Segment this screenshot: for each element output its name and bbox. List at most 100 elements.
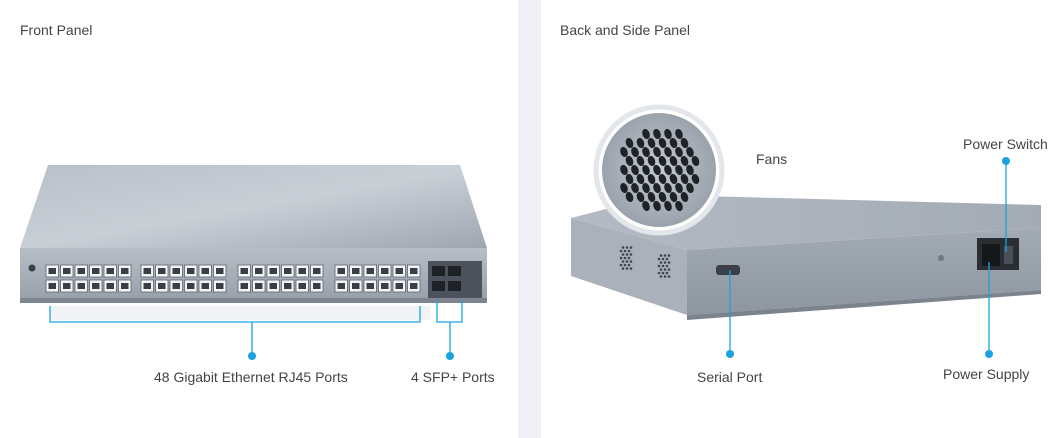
side-fan-vents [619,246,671,278]
fan-hole [642,146,650,158]
rj45-port-jack [63,268,71,274]
fan-hole [647,155,656,167]
fan-hole [669,155,678,167]
fan-hole [680,137,689,149]
vent-hole [659,268,663,271]
fan-hole [658,191,667,203]
power-switch-rocker [1004,246,1013,264]
rj45-port-jack [172,283,180,289]
rj45-port-jack [106,268,114,274]
switch-reflection [50,306,430,320]
vent-hole [621,260,625,263]
rj45-port-jack [284,283,292,289]
rj45-port-jack [395,268,403,274]
vent-hole [629,260,633,263]
sfp-callout [436,300,463,360]
switch-side-face [571,218,687,315]
fan-hole [664,200,672,212]
rj45-port-jack [381,283,389,289]
rj45-port-jack [366,268,374,274]
power-supply-callout [985,262,993,358]
vent-hole [623,263,627,267]
back-bottom-edge [687,290,1041,320]
panel-divider [518,0,541,438]
rj45-port-jack [121,268,129,274]
vent-hole [665,264,669,268]
vent-hole [621,253,625,256]
vent-hole [627,249,631,253]
vent-hole [625,253,629,256]
front-panel-title: Front Panel [20,22,93,38]
fan-hole [647,173,656,185]
fan-hole [691,173,700,185]
vent-hole [665,257,669,261]
fan-hole [642,128,650,140]
rj45-port-jack [298,268,306,274]
fan-hole [658,173,667,185]
fan-hole [664,182,672,194]
rj45-port-jack [216,283,224,289]
fan-hole [664,164,672,176]
fan-hole [675,164,683,176]
fan-hole [620,146,628,158]
sfp-port-block [428,261,482,298]
vent-hole [657,271,661,275]
vent-hole [627,263,631,267]
vent-hole [667,261,671,264]
vent-hole [667,268,671,271]
fan-hole [653,128,661,140]
fan-hole [675,200,683,212]
rj45-port-jack [395,283,403,289]
sfp-ports-label: 4 SFP+ Ports [411,369,495,385]
rj45-port-jack [337,268,345,274]
rj45-port-jack [143,268,151,274]
rj45-port-jack [143,283,151,289]
vent-hole [663,268,667,271]
rj45-port-jack [48,283,56,289]
fan-hole [620,164,628,176]
fan-hole [642,182,650,194]
sfp-port [448,281,461,291]
fans-label: Fans [756,151,788,167]
fan-hole [669,173,678,185]
vent-hole [661,264,665,268]
power-switch-label: Power Switch [963,136,1048,152]
fan-hole [675,128,683,140]
sfp-port [432,281,445,291]
vent-hole [659,261,663,264]
switch-top-surface [20,165,487,248]
switch-back-face [687,228,1041,315]
rj45-port-jack [77,283,85,289]
vent-hole [629,267,633,270]
fan-hole [653,200,661,212]
rj45-port-jack [77,268,85,274]
rj45-port-jack [158,283,166,289]
vent-hole [663,261,667,264]
fan-hole [631,164,639,176]
vent-hole [663,254,667,257]
rj45-port-jack [313,283,321,289]
rj45-callout [49,306,421,360]
vent-hole [665,271,669,275]
rj45-port-jack [269,268,277,274]
fan-hole [636,137,645,149]
vent-hole [629,246,633,249]
vent-hole [619,263,623,267]
fan-hole [625,137,634,149]
power-switch-callout [1002,157,1010,252]
rj45-port-jack [172,268,180,274]
rj45-port-jack [298,283,306,289]
vent-hole [667,275,671,278]
fan-hole [642,164,650,176]
fan-hole [653,146,661,158]
fan-hole [680,191,689,203]
power-supply-label: Power Supply [943,366,1030,382]
fan-hole [686,146,694,158]
back-panel-section: Back and Side Panel [541,0,1060,438]
rj45-port-jack [255,268,263,274]
vent-hole [663,275,667,278]
vent-hole [619,249,623,253]
rj45-port-jack [381,268,389,274]
fan-hole [669,191,678,203]
fan-hole [675,182,683,194]
